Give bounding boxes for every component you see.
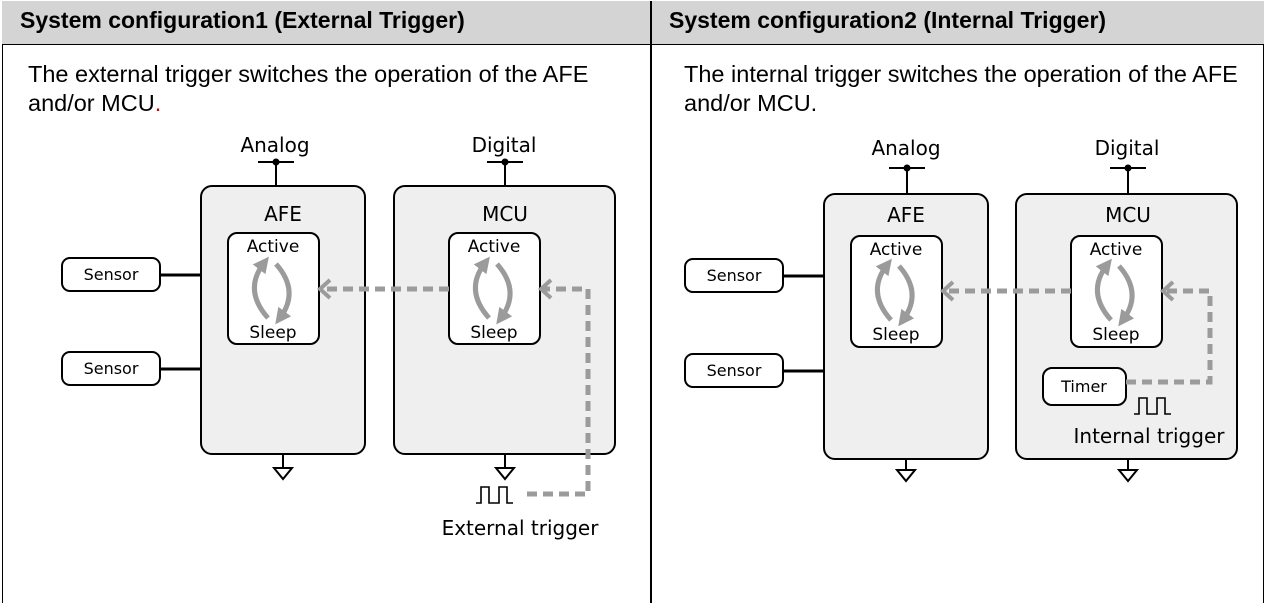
panel1-description-period: .: [154, 90, 162, 116]
panel1-sensor-2-label: Sensor: [84, 359, 139, 378]
panel1-trigger-arrowhead-mcu: [538, 278, 553, 300]
panel1-sensor-1-label: Sensor: [84, 265, 139, 284]
panel2-trigger-dashed-line: [1126, 288, 1213, 385]
panel2-mcu-ground-icon: [1116, 469, 1140, 483]
panel1-analog-label: Analog: [240, 133, 309, 157]
panel2-afe-active-label: Active: [870, 240, 923, 260]
panel1-description: The external trigger switches the operat…: [28, 60, 648, 118]
panel2-mcu-cycle-arrow-right: [1117, 264, 1135, 327]
panel2-header: System configuration2 (Internal Trigger): [651, 1, 1264, 45]
panel2-internal-trigger-label: Internal trigger: [1074, 424, 1226, 448]
panel2-mcu-cycle-arrow-left: [1094, 258, 1113, 322]
panel2-header-text: System configuration2 (Internal Trigger): [669, 7, 1107, 33]
panel1-afe-sleep-label: Sleep: [249, 323, 296, 343]
panel1-mcu-label: MCU: [482, 202, 528, 226]
panel2-timer-box: [1042, 367, 1127, 406]
panel2-afe-cycle-arrow-left: [874, 258, 893, 322]
panel2-afe-ground-icon: [894, 469, 918, 483]
panel2-description: The internal trigger switches the operat…: [684, 61, 1238, 116]
panel1-description-text: The external trigger switches the operat…: [28, 61, 589, 116]
panel1-afe-active-label: Active: [247, 237, 300, 257]
panel2-afe-cycle-arrow-right: [897, 264, 915, 327]
panel1-pulse-icon: [476, 486, 513, 504]
panel2-sensor-2-label: Sensor: [707, 361, 762, 380]
panel2-pulse-icon: [1134, 397, 1171, 415]
panel2-digital-label: Digital: [1095, 136, 1160, 160]
panel1-mcu-ground-icon: [493, 467, 517, 481]
panel2-mcu-label: MCU: [1105, 203, 1151, 227]
panel2-trigger-arrowhead-mcu: [1160, 280, 1175, 302]
panel1-external-trigger-label: External trigger: [442, 516, 600, 540]
panel1-digital-label: Digital: [472, 133, 537, 157]
panel1-mcu-cycle-arrow-right: [495, 262, 513, 325]
panel1-header: System configuration1 (External Trigger): [2, 1, 651, 45]
panel1-mcu-cycle-arrow-left: [472, 256, 491, 320]
panel1-afe-cycle-arrow-right: [274, 262, 292, 325]
panel2-diagram: Analog Digital AFE Active Sleep MCU Acti…: [684, 136, 1238, 483]
panel2-afe-sleep-label: Sleep: [872, 325, 919, 345]
panel1-afe-label: AFE: [264, 202, 302, 226]
panel2-trigger-arrowhead-afe: [940, 280, 955, 302]
panel1-trigger-arrowhead-afe: [317, 278, 332, 300]
panel1-header-text: System configuration1 (External Trigger): [20, 7, 465, 33]
panel2-sensor-1-label: Sensor: [707, 266, 762, 285]
panel2-timer-label: Timer: [1060, 377, 1107, 396]
column-divider: [650, 1, 652, 603]
panel2-mcu-active-label: Active: [1090, 240, 1143, 260]
panel2-afe-label: AFE: [887, 203, 925, 227]
panel2-mcu-sleep-label: Sleep: [1092, 325, 1139, 345]
panel1-afe-ground-icon: [271, 467, 295, 481]
panel1-afe-cycle-arrow-left: [251, 256, 270, 320]
panel1-mcu-sleep-label: Sleep: [470, 323, 517, 343]
panel1-diagram: Analog Digital AFE Active Sleep MCU Acti…: [61, 133, 616, 540]
panel2-analog-label: Analog: [871, 136, 940, 160]
panel1-trigger-dashed-line: [527, 286, 591, 497]
panel1-mcu-active-label: Active: [468, 237, 521, 257]
